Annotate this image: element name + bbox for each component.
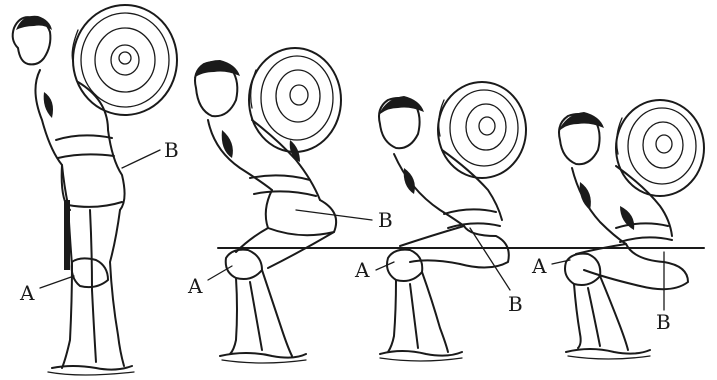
knee-label-deep-squat: A: [532, 254, 547, 278]
barbell-plate: [248, 47, 342, 153]
figure-standing: [11, 4, 178, 376]
barbell-plate: [71, 4, 178, 116]
label-leaders: [39, 149, 665, 311]
knee-label-quarter-squat: A: [188, 274, 203, 298]
figure-parallel-squat: [378, 81, 527, 362]
knee-label-standing: A: [20, 281, 35, 305]
barbell-plate: [437, 81, 527, 179]
hip-label-standing: B: [164, 138, 179, 162]
hip-label-deep-squat: B: [656, 310, 671, 334]
figure-deep-squat: [558, 99, 705, 360]
hip-label-parallel-squat: B: [508, 292, 523, 316]
hip-label-quarter-squat: B: [378, 208, 393, 232]
knee-label-parallel-squat: A: [355, 258, 370, 282]
barbell-plate: [615, 99, 705, 197]
figure-quarter-squat: [194, 47, 342, 364]
